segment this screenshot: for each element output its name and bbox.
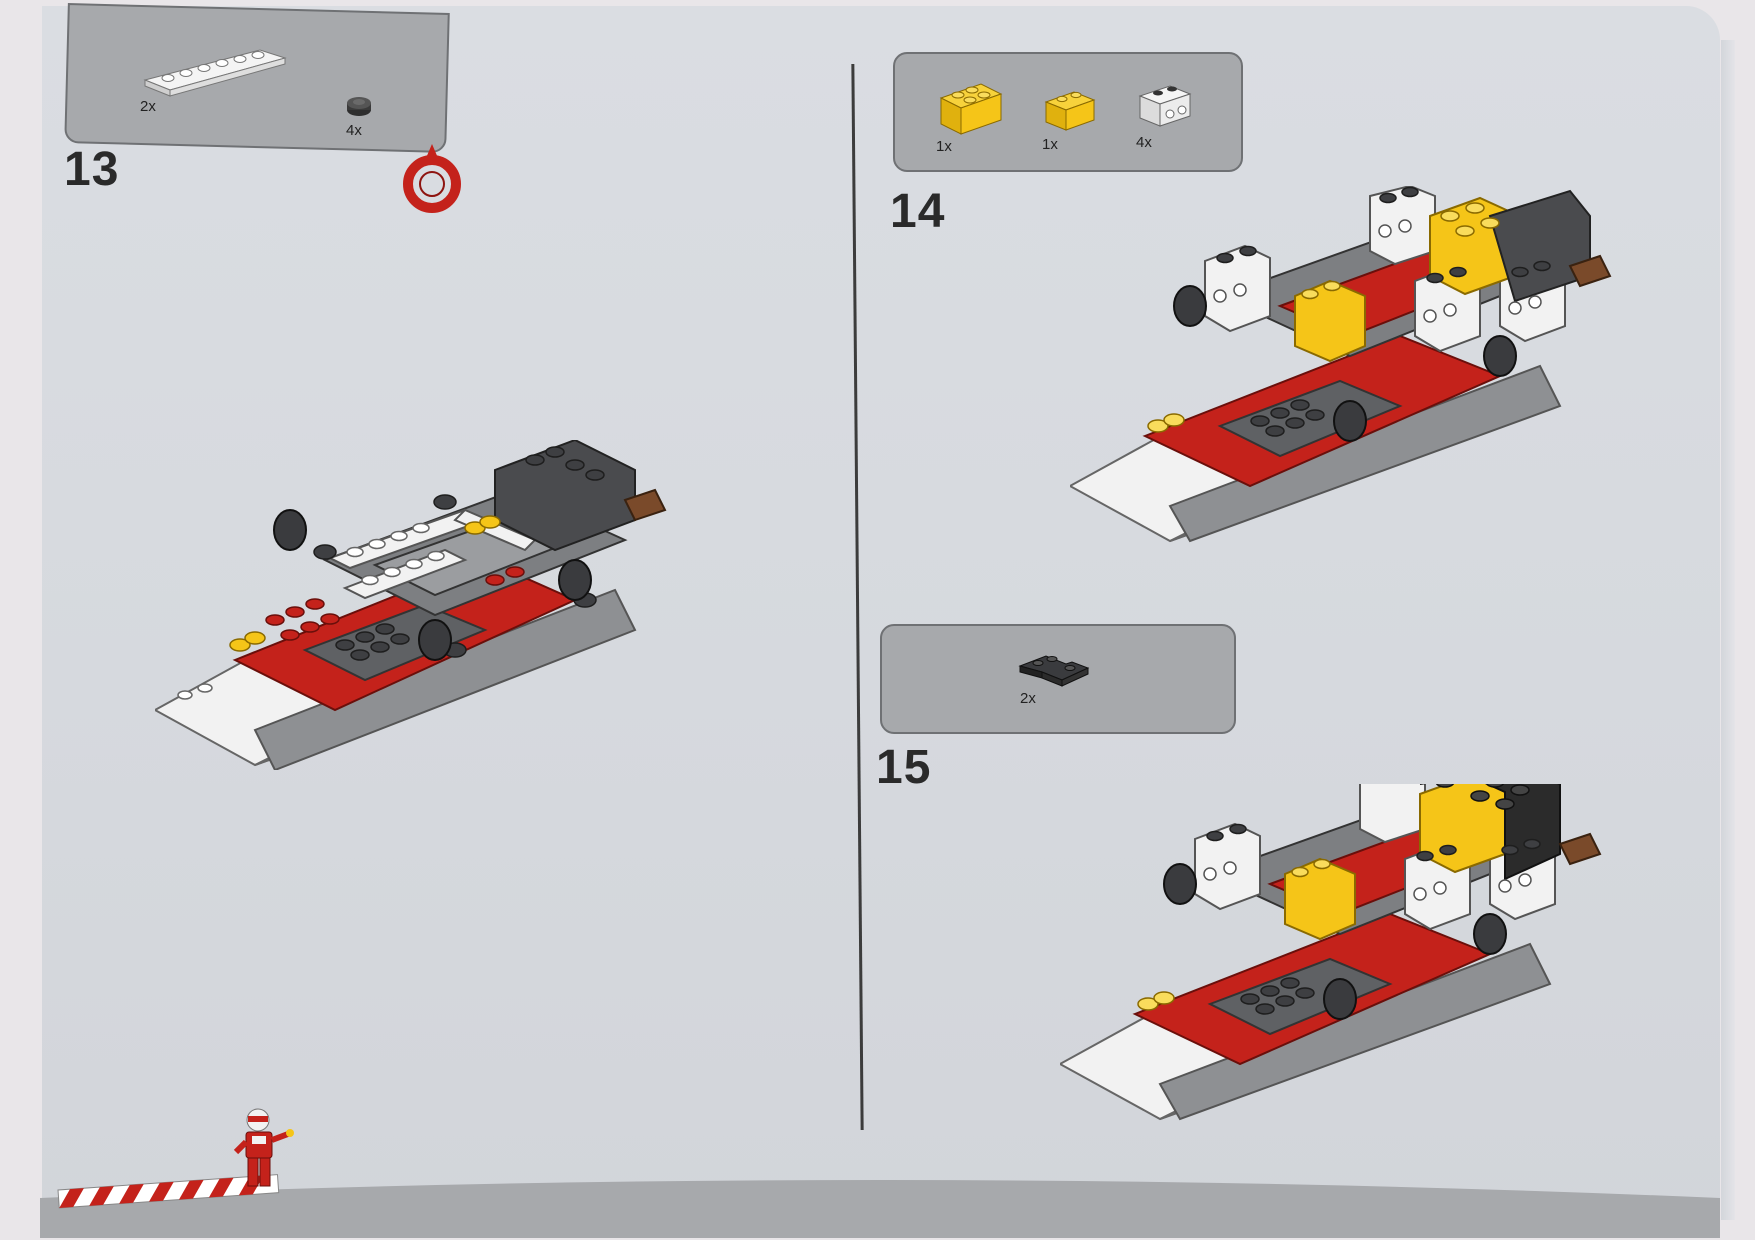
progress-footer <box>40 1174 1720 1238</box>
white-technic-brick-icon <box>1138 85 1192 127</box>
step-13-model-illustration <box>155 440 667 770</box>
yellow-brick-2x3-icon <box>939 83 1003 135</box>
step-15-part-1-qty: 2x <box>1020 690 1036 707</box>
step-14-model-illustration <box>1070 186 1612 543</box>
step-14-number: 14 <box>890 185 946 238</box>
white-plate-1x6-icon <box>143 49 287 97</box>
red-hook-icon <box>403 144 461 213</box>
step-14-part-1-qty: 1x <box>936 138 952 155</box>
step-15-model-illustration <box>1060 784 1602 1121</box>
step-13-part-2-qty: 4x <box>346 122 362 139</box>
step-14-part-3-qty: 4x <box>1136 134 1152 151</box>
dark-round-stud-icon <box>347 97 371 116</box>
step-14-part-2-qty: 1x <box>1042 136 1058 153</box>
step-13-part-1-qty: 2x <box>140 98 156 115</box>
black-corner-plate-icon <box>1018 655 1090 687</box>
step-13-number: 13 <box>64 143 120 196</box>
page-edge <box>1721 40 1735 1220</box>
yellow-brick-2x2-icon <box>1044 91 1096 131</box>
minifigure-icon <box>233 1108 294 1187</box>
step-15-number: 15 <box>876 741 932 794</box>
